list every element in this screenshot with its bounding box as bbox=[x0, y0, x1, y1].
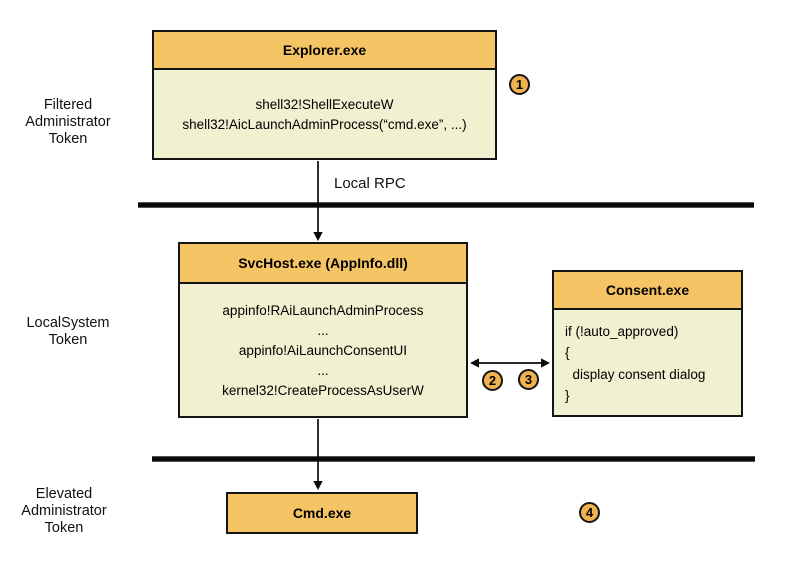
cmd-process-box: Cmd.exe bbox=[226, 492, 418, 534]
token-label-elevated-administrator: Elevated Administrator Token bbox=[21, 486, 107, 536]
arrow-explorer-to-svchost bbox=[313, 161, 323, 241]
explorer-box-body: shell32!ShellExecuteW shell32!AicLaunchA… bbox=[182, 97, 467, 132]
consent-box-title: Consent.exe bbox=[554, 272, 741, 310]
explorer-box-title: Explorer.exe bbox=[154, 32, 495, 70]
step-badge-2: 2 bbox=[482, 370, 503, 391]
svchost-appinfo-process-box: SvcHost.exe (AppInfo.dll) appinfo!RAiLau… bbox=[178, 242, 468, 418]
token-boundary-line-upper bbox=[138, 202, 754, 208]
consent-process-box: Consent.exe if (!auto_approved) { displa… bbox=[552, 270, 743, 417]
consent-box-body: if (!auto_approved) { display consent di… bbox=[565, 323, 706, 404]
token-boundary-line-lower bbox=[152, 456, 755, 462]
arrow-svchost-to-cmd bbox=[313, 419, 323, 490]
arrow-svchost-consent-bidirectional bbox=[470, 358, 550, 368]
step-badge-1: 1 bbox=[509, 74, 530, 95]
step-badge-4: 4 bbox=[579, 502, 600, 523]
local-rpc-label: Local RPC bbox=[334, 175, 406, 192]
svchost-box-body: appinfo!RAiLaunchAdminProcess ... appinf… bbox=[222, 303, 424, 398]
cmd-box-title: Cmd.exe bbox=[292, 505, 352, 521]
explorer-process-box: Explorer.exe shell32!ShellExecuteW shell… bbox=[152, 30, 497, 160]
token-label-filtered-administrator: Filtered Administrator Token bbox=[25, 97, 111, 147]
svchost-box-title: SvcHost.exe (AppInfo.dll) bbox=[180, 244, 466, 284]
step-badge-3: 3 bbox=[518, 369, 539, 390]
token-label-localsystem: LocalSystem Token bbox=[26, 315, 110, 348]
